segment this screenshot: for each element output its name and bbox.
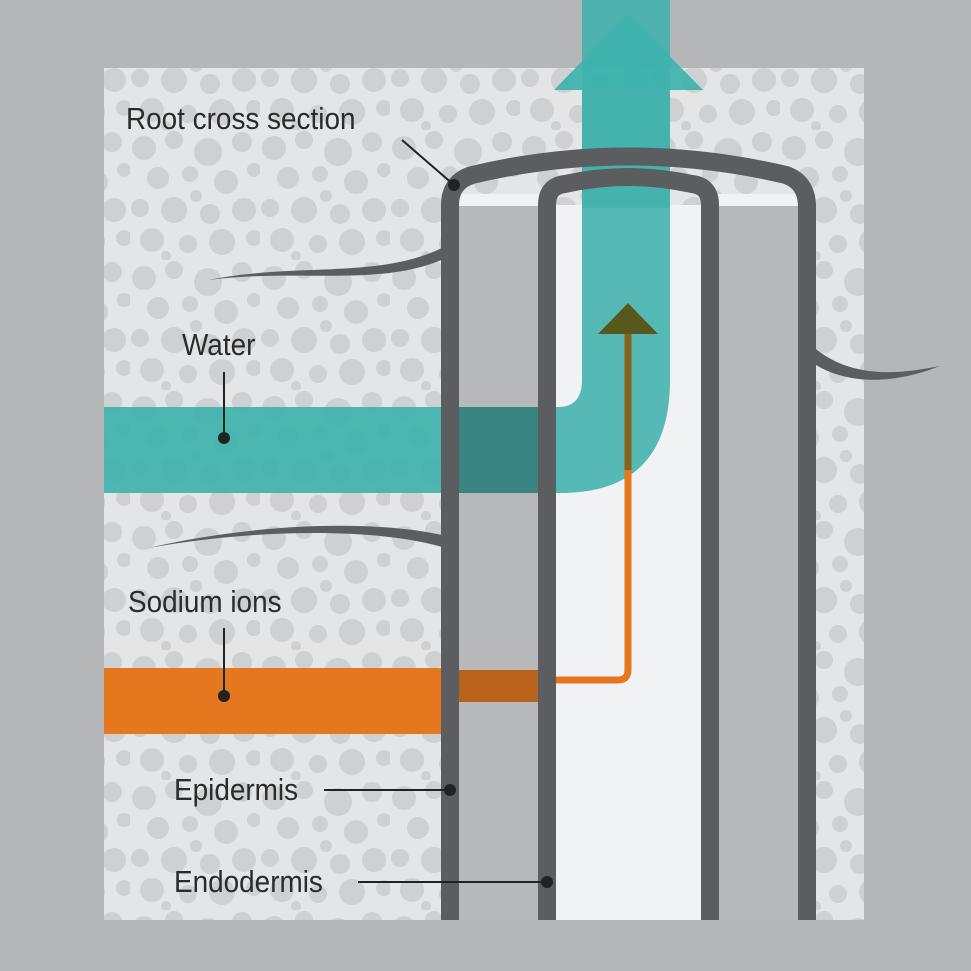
endodermis-dot	[541, 876, 553, 888]
sodium-band-cortex	[458, 670, 547, 702]
sodium-arrow-head	[598, 303, 658, 334]
water-band-soil	[104, 407, 450, 493]
label-epidermis: Epidermis	[174, 772, 299, 807]
label-sodium-ions: Sodium ions	[128, 584, 282, 619]
root-hair-upper-left	[208, 246, 446, 280]
water-band-cortex	[450, 407, 547, 493]
root-hair-right	[811, 345, 940, 380]
endodermis-outline	[538, 168, 719, 920]
label-root-cross-section: Root cross section	[126, 101, 356, 136]
water-dot	[218, 432, 230, 444]
epidermis-dot	[444, 784, 456, 796]
water-arrow-head	[554, 14, 703, 90]
label-endodermis: Endodermis	[174, 864, 323, 899]
sodium-dot	[218, 690, 230, 702]
sodium-band-soil	[104, 668, 442, 734]
root-cross-section-dot	[448, 179, 460, 191]
top-gap-right	[710, 194, 808, 206]
root-hair-lower-left	[148, 525, 446, 548]
sodium-flow-line	[547, 330, 632, 684]
root-cross-section-leader	[401, 139, 455, 186]
top-gap-left	[450, 194, 548, 206]
label-water: Water	[182, 327, 256, 362]
